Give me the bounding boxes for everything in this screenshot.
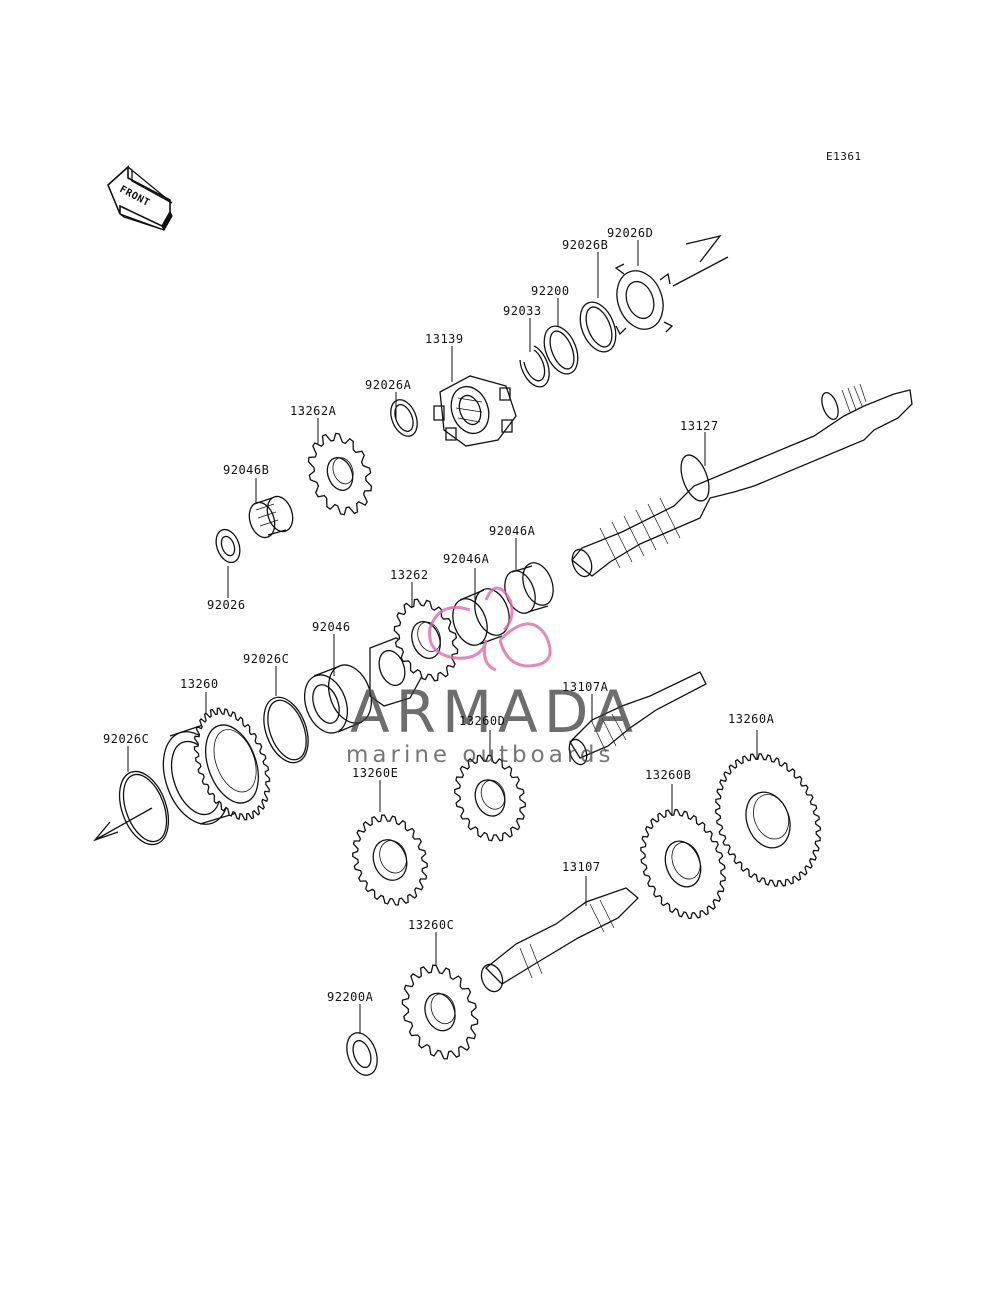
part-92026A-washer	[390, 399, 418, 437]
label-13260: 13260	[180, 677, 219, 691]
label-92046A-lower: 92046A	[443, 552, 490, 566]
gear-13260D-teeth	[454, 754, 526, 842]
label-13260A: 13260A	[728, 712, 775, 726]
part-92026B-washer	[579, 301, 617, 353]
part-92026C-ring-2	[118, 770, 170, 846]
label-92200A: 92200A	[327, 990, 374, 1004]
label-13260D: 13260D	[459, 714, 506, 728]
label-92026C-upper: 92026C	[243, 652, 290, 666]
label-92046: 92046	[312, 620, 351, 634]
part-92200-washer	[543, 325, 579, 375]
watermark-subtitle: marine outboards	[346, 742, 615, 768]
label-92026C-lower: 92026C	[103, 732, 150, 746]
part-92046A-needle-bearing	[504, 562, 554, 614]
part-92026D-lock-washer	[614, 263, 674, 336]
label-13260C: 13260C	[408, 918, 455, 932]
part-92046B-needle-bearing	[248, 495, 294, 539]
label-13107: 13107	[562, 860, 601, 874]
label-13262A: 13262A	[290, 404, 337, 418]
gear-13260A-teeth	[714, 753, 822, 887]
label-13127: 13127	[680, 419, 719, 433]
gear-13260C-teeth	[401, 964, 479, 1060]
part-92046-bearing	[303, 664, 373, 734]
label-13139: 13139	[425, 332, 464, 346]
gear-13262A-teeth	[307, 432, 373, 516]
label-92046A-upper: 92046A	[489, 524, 536, 538]
part-13107A-shaft	[568, 671, 707, 766]
label-13260E: 13260E	[352, 766, 399, 780]
part-92026C-ring	[263, 696, 309, 764]
direction-arrow-icon-lower	[93, 807, 153, 842]
label-13262: 13262	[390, 568, 429, 582]
part-92026-washer	[215, 528, 241, 564]
label-13260B: 13260B	[645, 768, 692, 782]
label-13107A: 13107A	[562, 680, 609, 694]
label-92046B: 92046B	[223, 463, 270, 477]
part-13107-shaft	[480, 887, 639, 993]
watermark-title: ARMADA	[350, 678, 640, 746]
label-92026B: 92026B	[562, 238, 609, 252]
label-92200: 92200	[531, 284, 570, 298]
label-92026: 92026	[207, 598, 246, 612]
label-92026D: 92026D	[607, 226, 654, 240]
part-13139-dog-gear	[433, 375, 517, 447]
diagram-code: E1361	[826, 150, 862, 163]
watermark-logo-icon	[428, 586, 552, 672]
gear-13260E-teeth	[352, 814, 428, 906]
direction-arrow-icon	[672, 234, 729, 287]
gear-13262-teeth	[393, 598, 459, 682]
gear-13260B-teeth	[640, 808, 726, 920]
part-92046A-needle-bearing-2	[452, 588, 510, 646]
gear-13260-teeth	[193, 707, 271, 821]
part-92033-circlip	[519, 345, 550, 388]
label-92033: 92033	[503, 304, 542, 318]
front-arrow-icon	[107, 165, 173, 232]
part-13127-shaft	[571, 383, 913, 578]
part-92200A-washer	[346, 1032, 378, 1076]
label-92026A: 92026A	[365, 378, 412, 392]
